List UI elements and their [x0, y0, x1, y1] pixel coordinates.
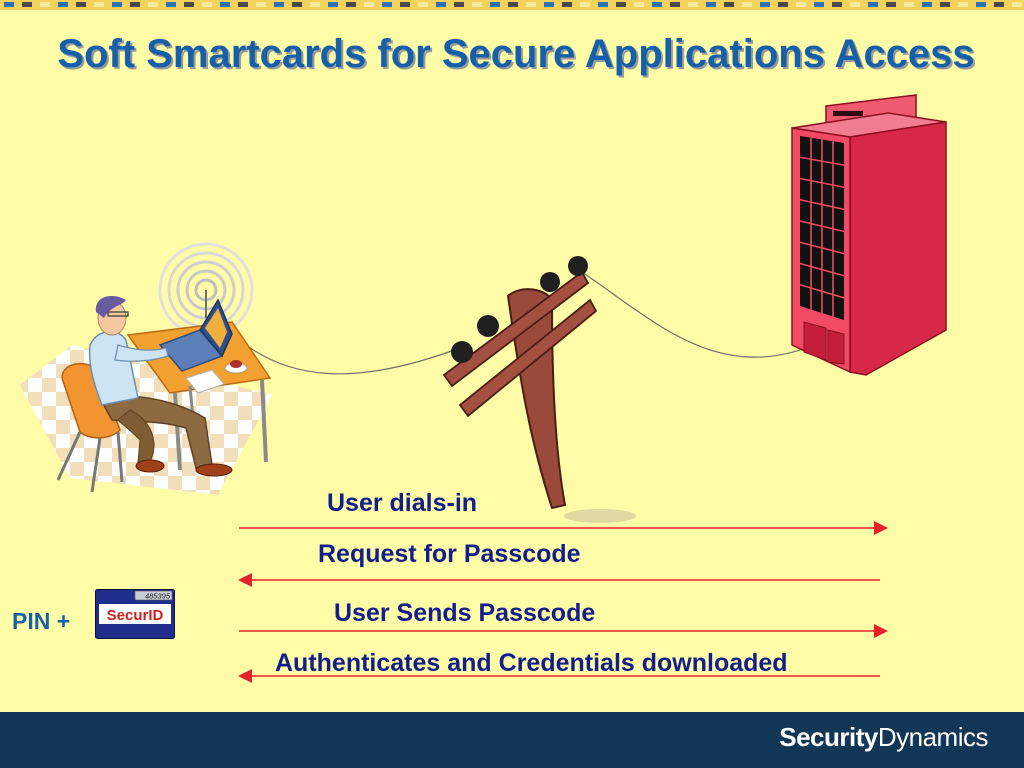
band-dash — [526, 2, 536, 7]
person-at-laptop-icon — [20, 242, 272, 495]
band-dash — [778, 2, 788, 7]
band-dash — [346, 2, 356, 7]
top-decorative-band — [0, 0, 1024, 10]
band-dash — [832, 2, 842, 7]
phone-wire-right — [575, 267, 831, 358]
band-dash — [202, 2, 212, 7]
band-dash — [418, 2, 428, 7]
footer-bar: SecurityDynamics — [0, 712, 1024, 768]
band-dash — [958, 2, 968, 7]
band-dash — [544, 2, 554, 7]
band-dash — [382, 2, 392, 7]
band-dash — [130, 2, 140, 7]
message-user-sends-passcode: User Sends Passcode — [334, 599, 596, 627]
arrow-credentials-downloaded — [238, 669, 880, 683]
token-brand: SecurID — [107, 607, 164, 624]
brand-logo-bold: Security — [779, 722, 878, 752]
diagram-scene — [20, 94, 947, 683]
band-dash — [94, 2, 104, 7]
brand-logo-light: Dynamics — [877, 722, 989, 752]
message-user-dials-in: User dials-in — [327, 489, 478, 517]
band-dash — [1012, 2, 1022, 7]
band-dash — [454, 2, 464, 7]
building-window-divider — [799, 283, 845, 299]
brand-logo: SecurityDynamics — [779, 722, 988, 753]
band-dash — [634, 2, 644, 7]
message-credentials-downloaded: Authenticates and Credentials downloaded — [275, 649, 788, 677]
band-dash — [580, 2, 590, 7]
building-window-divider — [799, 220, 845, 233]
building-window-divider — [799, 198, 845, 211]
band-dash — [598, 2, 608, 7]
band-dash — [670, 2, 680, 7]
office-building-icon — [791, 94, 947, 376]
pin-label: PIN + — [12, 608, 71, 634]
band-dash — [184, 2, 194, 7]
band-dash — [994, 2, 1004, 7]
band-dash — [940, 2, 950, 7]
building-window-divider — [799, 262, 845, 277]
band-dash — [724, 2, 734, 7]
band-dash — [814, 2, 824, 7]
band-dash — [274, 2, 284, 7]
band-dash — [436, 2, 446, 7]
band-dash — [922, 2, 932, 7]
telephone-pole-icon — [442, 256, 636, 523]
band-dash — [22, 2, 32, 7]
band-dash — [256, 2, 266, 7]
band-dash — [652, 2, 662, 7]
band-dash — [76, 2, 86, 7]
message-request-for-passcode: Request for Passcode — [318, 540, 581, 568]
band-dash — [706, 2, 716, 7]
band-dash — [238, 2, 248, 7]
band-dash — [472, 2, 482, 7]
arrow-request-for-passcode — [238, 573, 880, 587]
band-dash — [868, 2, 878, 7]
building-window-divider — [799, 241, 845, 255]
band-dash — [742, 2, 752, 7]
message-arrows — [238, 521, 888, 683]
band-dash — [292, 2, 302, 7]
arrow-user-sends-passcode — [239, 624, 888, 638]
token-number: 485395 — [145, 592, 171, 601]
band-dash — [688, 2, 698, 7]
building-window-divider — [799, 177, 845, 189]
band-dash — [796, 2, 806, 7]
band-dash — [364, 2, 374, 7]
band-dash — [616, 2, 626, 7]
band-dash — [886, 2, 896, 7]
band-dash — [400, 2, 410, 7]
band-dash — [508, 2, 518, 7]
band-dash — [760, 2, 770, 7]
band-dash — [976, 2, 986, 7]
band-dash — [220, 2, 230, 7]
band-dash — [904, 2, 914, 7]
band-dash — [148, 2, 158, 7]
securid-token-icon: 485395 SecurID — [95, 589, 175, 639]
building-window-divider — [799, 156, 845, 166]
band-dash — [328, 2, 338, 7]
band-dash — [310, 2, 320, 7]
band-dash — [112, 2, 122, 7]
band-dash — [4, 2, 14, 7]
band-dash — [58, 2, 68, 7]
band-dash — [40, 2, 50, 7]
band-dash — [850, 2, 860, 7]
slide-title: Soft Smartcards for Secure Applications … — [57, 32, 975, 76]
band-dash — [490, 2, 500, 7]
band-dash — [562, 2, 572, 7]
arrow-user-dials-in — [239, 521, 888, 535]
band-dash — [166, 2, 176, 7]
